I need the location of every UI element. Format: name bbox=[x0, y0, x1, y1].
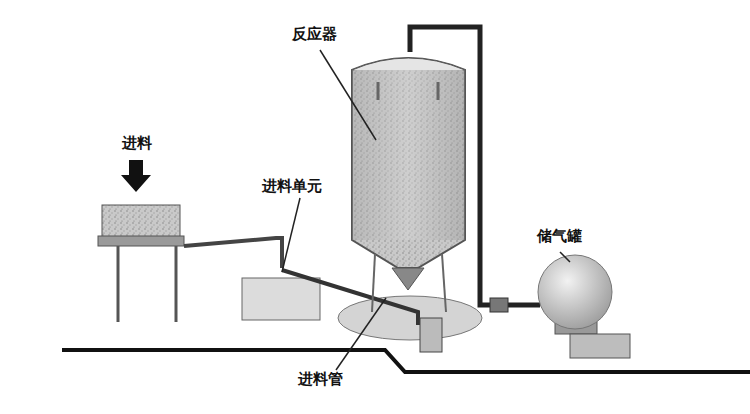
ground-line bbox=[62, 350, 750, 372]
feeding-unit bbox=[242, 278, 320, 320]
feed-arrow bbox=[121, 160, 151, 192]
gas-pipe bbox=[410, 27, 540, 305]
feed-hopper bbox=[98, 205, 184, 322]
part-label: 反应器 bbox=[290, 26, 339, 43]
gas-storage-tank bbox=[538, 255, 630, 358]
outlet-valve bbox=[420, 318, 442, 352]
feed-pipe bbox=[282, 270, 418, 325]
gas-valve bbox=[490, 298, 508, 312]
leader-lines bbox=[282, 50, 570, 370]
part-label: 进料单元 bbox=[260, 178, 324, 195]
reactor bbox=[352, 58, 465, 312]
part-label: 进料管 bbox=[296, 371, 345, 388]
part-label: 进料 bbox=[120, 135, 154, 152]
reactor-base bbox=[338, 296, 482, 340]
hopper-pipe bbox=[184, 238, 282, 268]
part-label: 储气罐 bbox=[535, 228, 584, 245]
